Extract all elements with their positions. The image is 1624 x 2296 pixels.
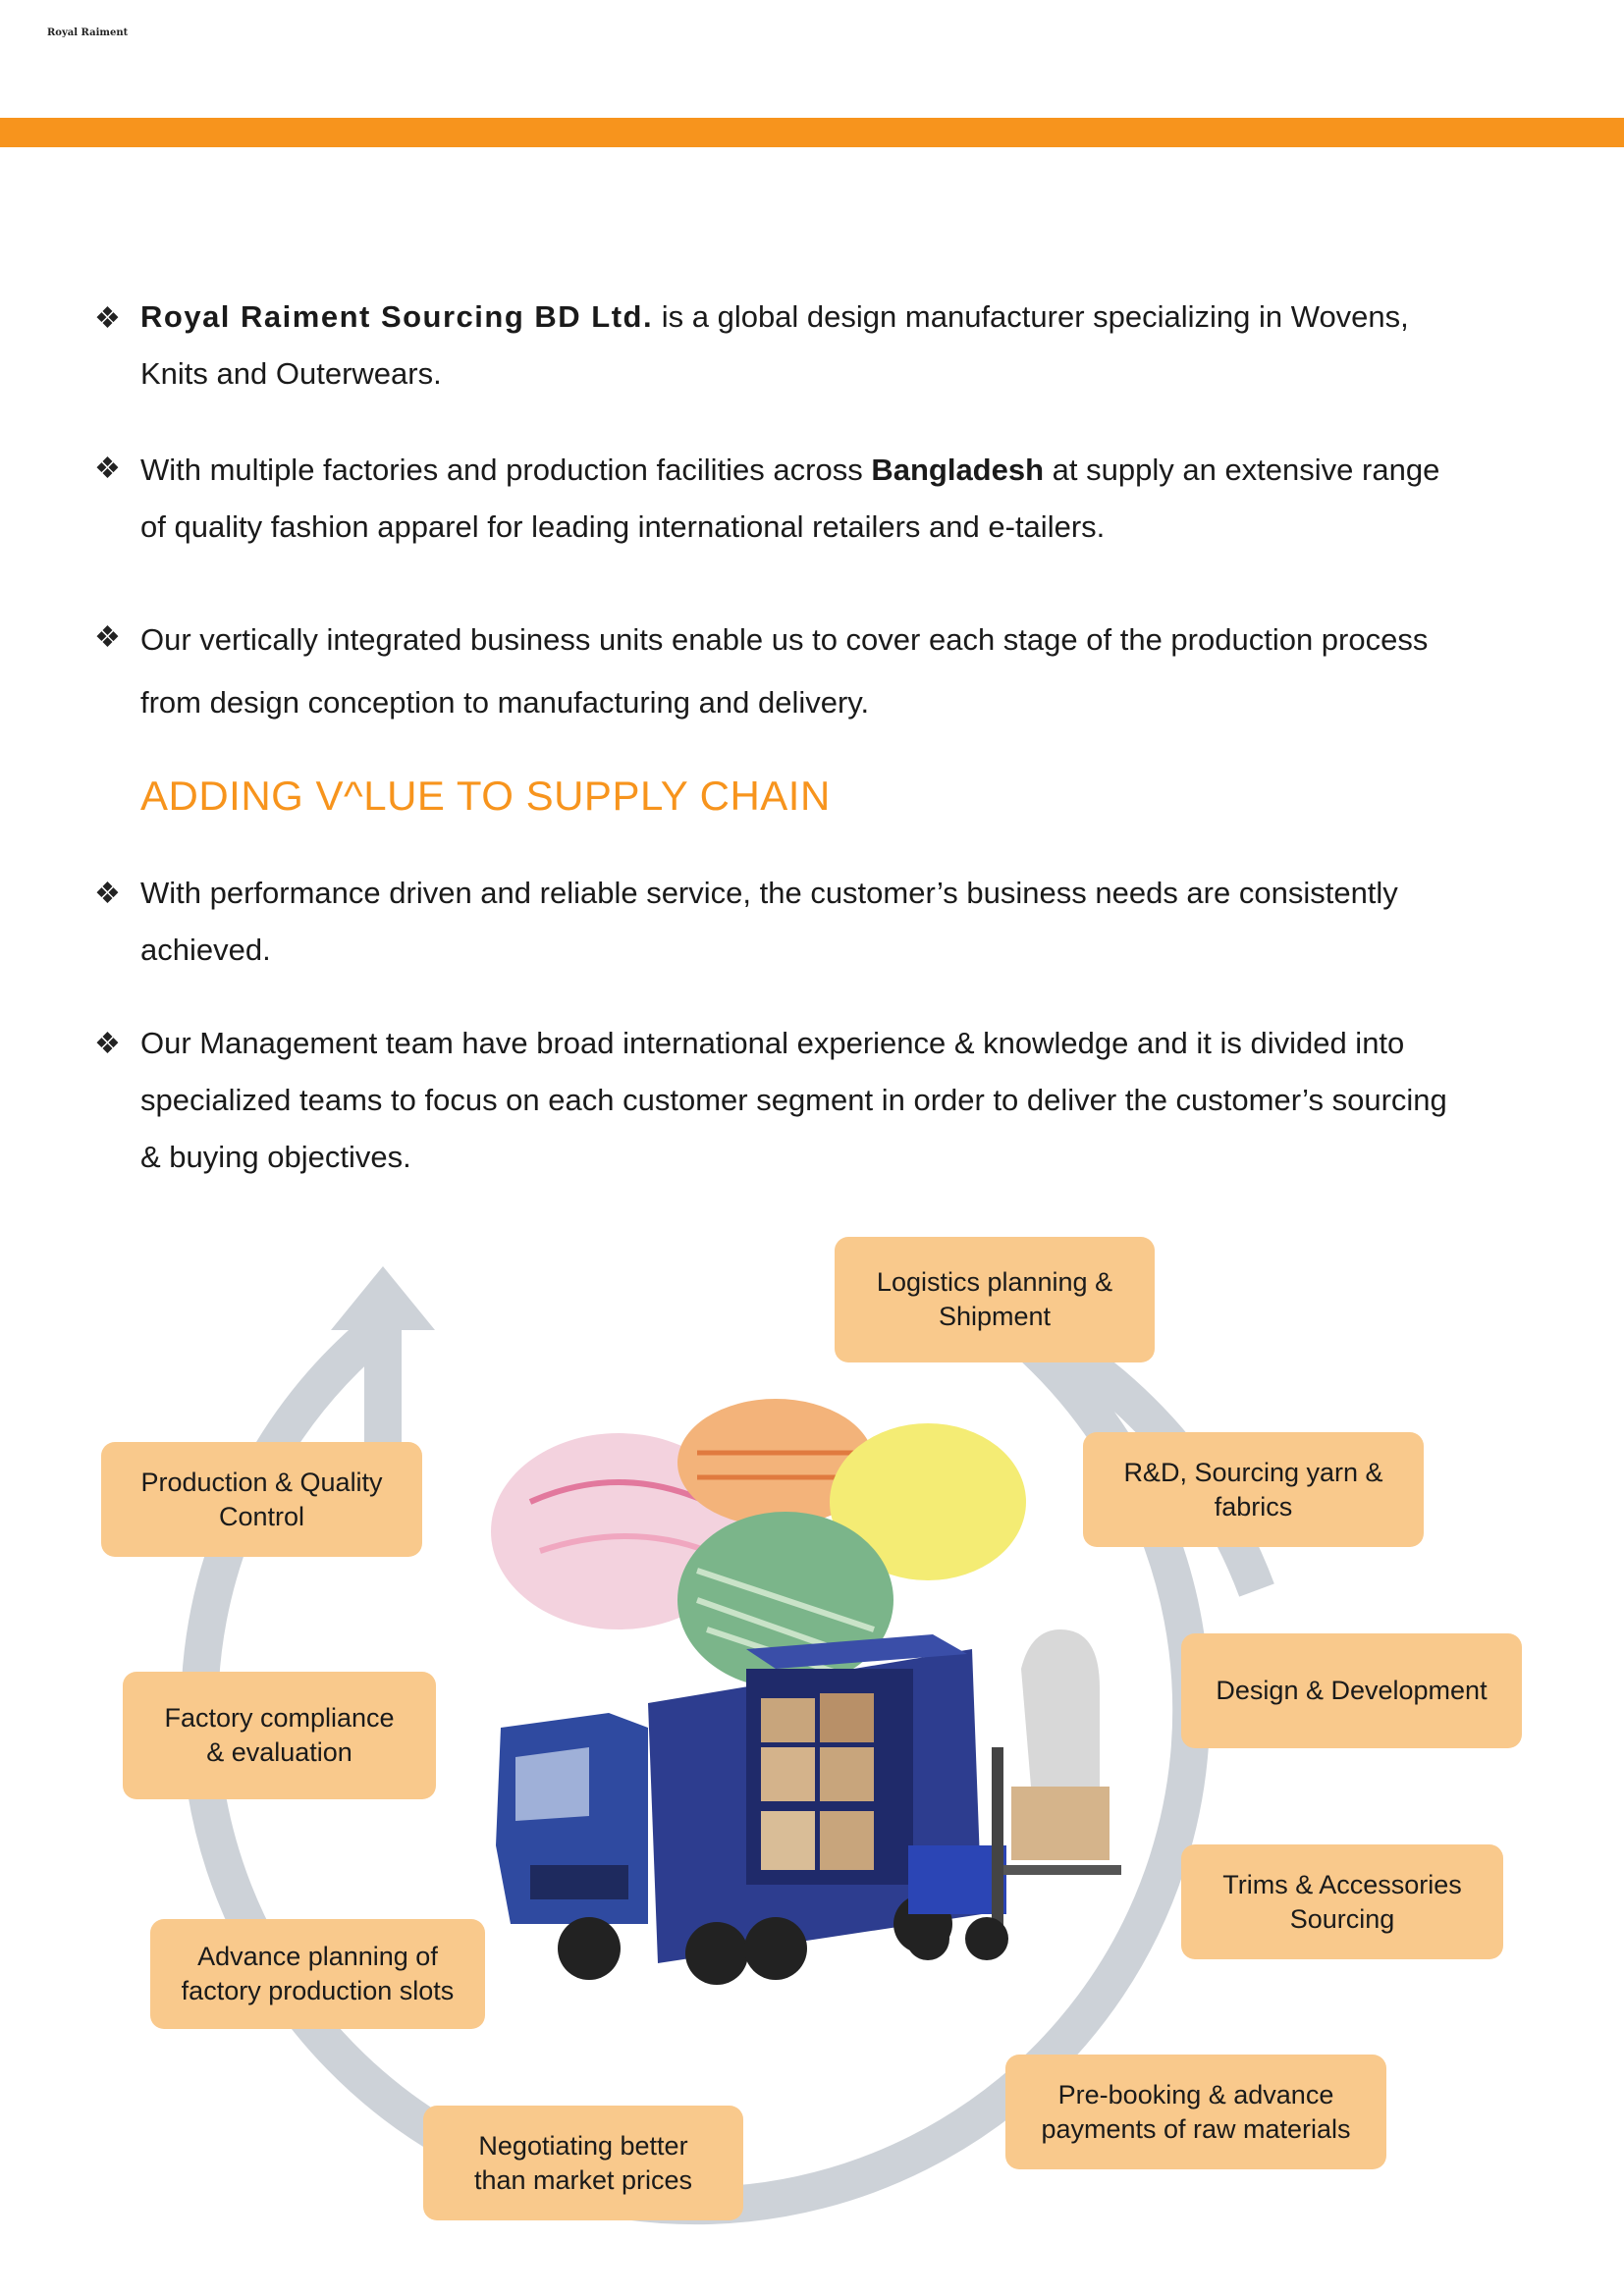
forklift-mast <box>992 1747 1003 1934</box>
garment-stripe <box>528 1479 709 1505</box>
step-line: Negotiating better <box>478 2130 688 2161</box>
forklift-body <box>908 1845 1006 1914</box>
container-top <box>746 1634 967 1669</box>
bullet-icon: ❖ <box>94 1028 121 1060</box>
forklift-illustration <box>906 1629 1121 1960</box>
bullet-icon: ❖ <box>94 621 121 654</box>
p2-line2: of quality fashion apparel for leading i… <box>140 509 1106 544</box>
p4-line2: achieved. <box>140 933 271 967</box>
truck-wheel <box>744 1917 807 1980</box>
p2-after: at supply an extensive range <box>1044 453 1440 487</box>
truck-wheel <box>558 1917 621 1980</box>
truck-window <box>515 1747 589 1821</box>
step-line: than market prices <box>473 2164 693 2195</box>
step-line: Factory compliance <box>164 1703 395 1733</box>
step-line: Production & Quality <box>140 1467 383 1497</box>
cargo-box <box>820 1811 874 1870</box>
garment-stripe <box>539 1533 709 1554</box>
step-line: Logistics planning & <box>876 1267 1113 1297</box>
accent-bar <box>0 118 1624 147</box>
p2-before: With multiple factories and production f… <box>140 453 872 487</box>
forklift-operator <box>1021 1629 1100 1787</box>
step-line: fabrics <box>1214 1491 1293 1522</box>
step-line: Shipment <box>938 1302 1052 1331</box>
step-line: payments of raw materials <box>1041 2113 1351 2144</box>
cycle-arrow-head <box>331 1266 435 1330</box>
step-line: Sourcing <box>1289 1903 1395 1934</box>
brand-name: Royal Raiment <box>47 27 129 38</box>
step-line: Control <box>218 1501 305 1531</box>
step-line: R&D, Sourcing yarn & <box>1123 1457 1383 1487</box>
p3-line1: Our vertically integrated business units… <box>140 622 1429 657</box>
step-prebooking-payments: Pre-booking & advance payments of raw mat… <box>1005 2055 1386 2169</box>
step-line: & evaluation <box>206 1737 352 1767</box>
step-line: Pre-booking & advance <box>1057 2079 1334 2109</box>
step-line: Trims & Accessories <box>1222 1869 1462 1899</box>
section-heading: ADDING V^LUE TO SUPPLY CHAIN <box>140 773 831 819</box>
truck-wheel <box>685 1922 748 1985</box>
cargo-box <box>761 1747 815 1801</box>
bullet-icon: ❖ <box>94 453 121 485</box>
step-factory-compliance: Factory compliance & evaluation <box>123 1672 436 1799</box>
p1-line1: is a global design manufacturer speciali… <box>653 299 1409 334</box>
truck-illustration <box>496 1634 982 1985</box>
country-name: Bangladesh <box>871 453 1045 487</box>
forklift-fork <box>1003 1865 1121 1875</box>
p5-line1: Our Management team have broad internati… <box>140 1026 1405 1060</box>
cargo-box <box>820 1693 874 1742</box>
p5-line3: & buying objectives. <box>140 1140 411 1174</box>
forklift-wheel <box>906 1917 949 1960</box>
p4-line1: With performance driven and reliable ser… <box>140 876 1398 910</box>
step-logistics-shipment: Logistics planning & Shipment <box>835 1237 1155 1362</box>
intro-paragraph-2: With multiple factories and production f… <box>140 442 1564 556</box>
p1-line2: Knits and Outerwears. <box>140 356 442 391</box>
bullet-icon: ❖ <box>94 302 121 335</box>
p3-line2: from design conception to manufacturing … <box>140 685 870 720</box>
intro-paragraph-3: Our vertically integrated business units… <box>140 609 1564 734</box>
truck-grille <box>530 1865 628 1899</box>
pallet-box <box>1011 1787 1110 1860</box>
value-paragraph-1: With performance driven and reliable ser… <box>140 865 1564 979</box>
step-advance-planning: Advance planning of factory production sl… <box>150 1919 485 2029</box>
bullet-icon: ❖ <box>94 878 121 910</box>
company-name: Royal Raiment Sourcing BD Ltd. <box>140 299 654 334</box>
cargo-box <box>761 1698 815 1742</box>
cargo-box <box>820 1747 874 1801</box>
step-design-development: Design & Development <box>1181 1633 1522 1748</box>
step-line: Design & Development <box>1216 1676 1488 1705</box>
step-line: factory production slots <box>181 1976 455 2005</box>
yellow-garment <box>830 1423 1026 1580</box>
step-line: Advance planning of <box>197 1942 438 1971</box>
cargo-box <box>761 1811 815 1870</box>
garment-stripe <box>696 1568 875 1632</box>
intro-paragraph-1: Royal Raiment Sourcing BD Ltd. is a glob… <box>140 289 1564 402</box>
forklift-wheel <box>965 1917 1008 1960</box>
p5-line2: specialized teams to focus on each custo… <box>140 1083 1447 1117</box>
step-rd-sourcing: R&D, Sourcing yarn & fabrics <box>1083 1432 1424 1547</box>
orange-garment <box>677 1399 874 1526</box>
value-paragraph-2: Our Management team have broad internati… <box>140 1015 1564 1186</box>
